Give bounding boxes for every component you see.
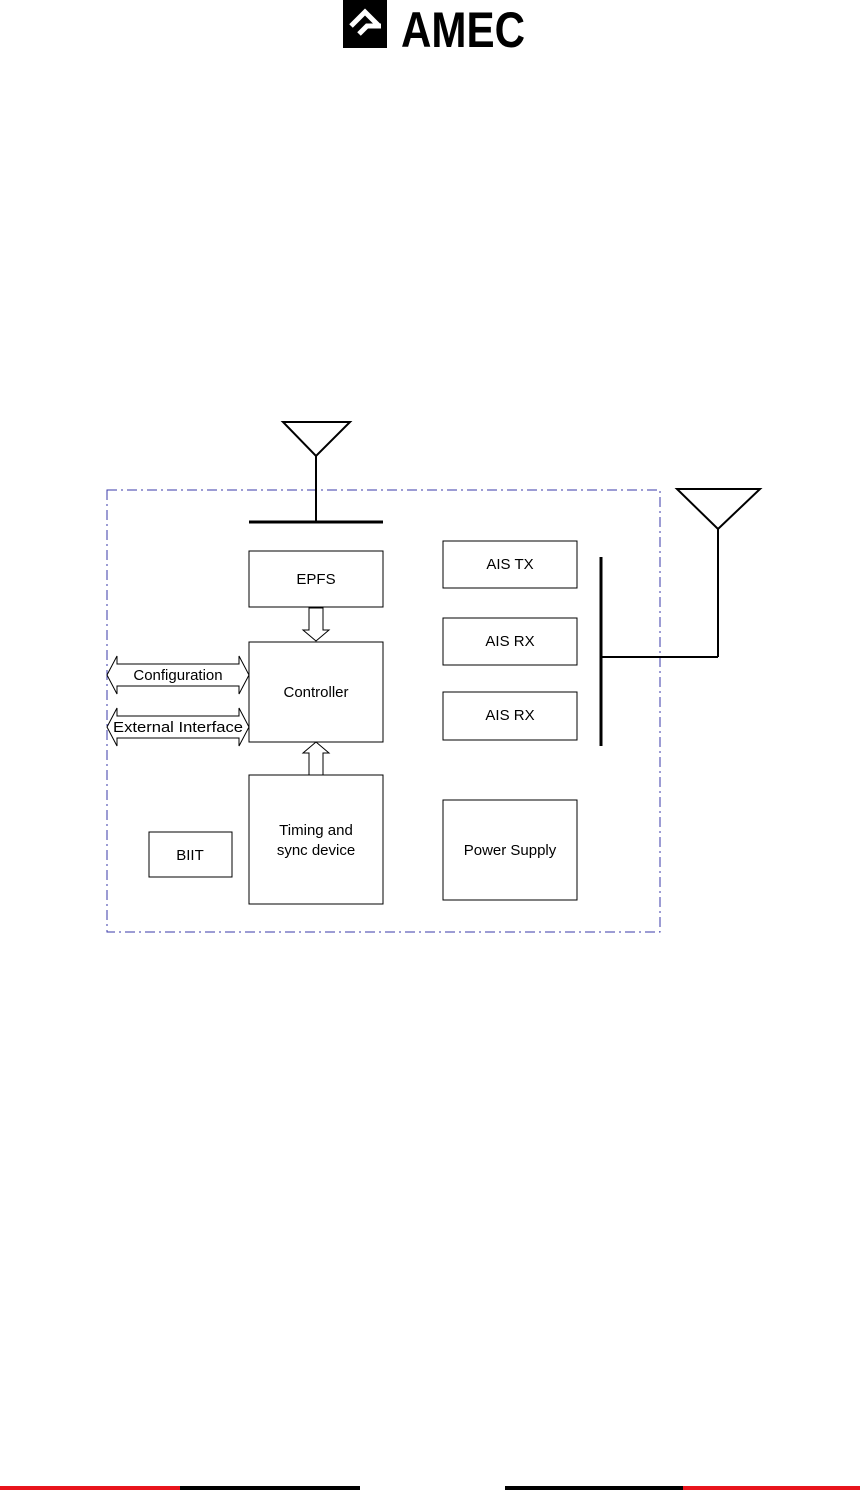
epfs-to-controller-arrow	[303, 608, 329, 641]
ais-rx-2-label: AIS RX	[485, 707, 534, 724]
epfs-label: EPFS	[296, 571, 335, 588]
ais-rx-2-block: AIS RX	[443, 692, 577, 740]
power-supply-label: Power Supply	[464, 842, 557, 859]
vhf-antenna-icon	[601, 489, 760, 746]
external-interface-arrow: External Interface	[107, 708, 249, 746]
controller-label: Controller	[283, 684, 348, 701]
page-footer-rule	[0, 1486, 860, 1491]
external-interface-label: External Interface	[113, 719, 243, 736]
footer-bar-red-left	[0, 1486, 180, 1490]
ais-tx-label: AIS TX	[486, 556, 533, 573]
epfs-block: EPFS	[249, 551, 383, 607]
controller-block: Controller	[249, 642, 383, 742]
timing-label-line1: Timing and	[279, 822, 353, 839]
biit-block: BIIT	[149, 832, 232, 877]
footer-bar-black-left	[180, 1486, 360, 1490]
timing-label-line2: sync device	[277, 842, 355, 859]
footer-bar-black-right	[505, 1486, 683, 1490]
ais-rx-1-block: AIS RX	[443, 618, 577, 665]
timing-sync-block: Timing and sync device	[249, 775, 383, 904]
ais-tx-block: AIS TX	[443, 541, 577, 588]
gps-antenna-icon	[249, 422, 383, 522]
timing-to-controller-arrow	[303, 742, 329, 775]
biit-label: BIIT	[176, 847, 204, 864]
footer-bar-red-right	[683, 1486, 860, 1490]
power-supply-block: Power Supply	[443, 800, 577, 900]
configuration-interface-arrow: Configuration	[107, 656, 249, 694]
ais-rx-1-label: AIS RX	[485, 633, 534, 650]
configuration-label: Configuration	[133, 667, 222, 684]
